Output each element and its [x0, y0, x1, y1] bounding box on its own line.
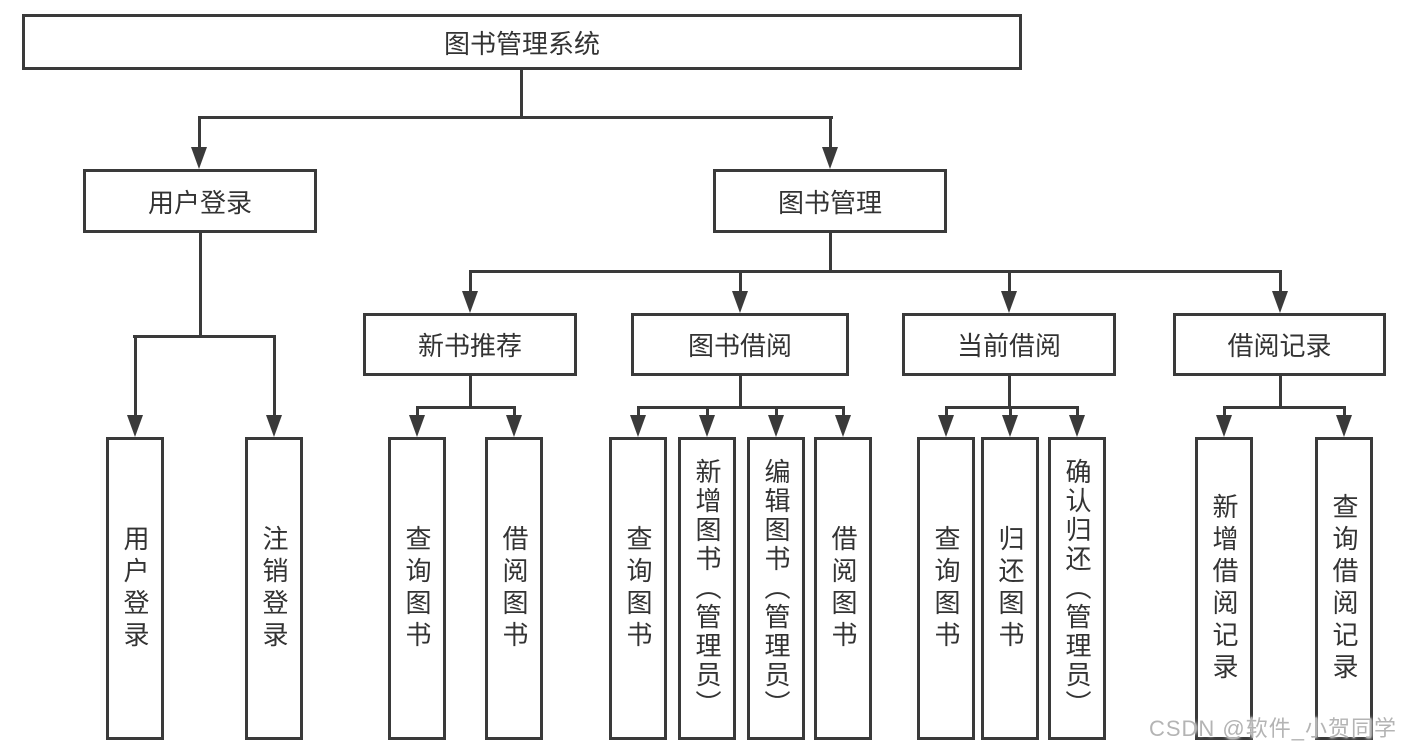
- connector-line: [1279, 376, 1282, 409]
- node-label-leaf-return-book: 归还图书: [995, 524, 1025, 653]
- connector-line: [706, 407, 709, 419]
- arrowhead-down-icon: [1336, 415, 1352, 437]
- node-label-book-mgmt: 图书管理: [777, 187, 882, 218]
- arrowhead-down-icon: [127, 415, 143, 437]
- connector-line: [637, 406, 845, 409]
- connector-line: [1008, 376, 1011, 409]
- diagram-node-leaf-query-book-3: 查询图书: [917, 437, 975, 740]
- arrowhead-down-icon: [1002, 415, 1018, 437]
- diagram-node-leaf-edit-book: 编辑图书（管理员）: [747, 437, 805, 740]
- diagram-node-new-book-rec: 新书推荐: [363, 313, 577, 376]
- arrowhead-down-icon: [191, 147, 207, 169]
- arrowhead-down-icon: [630, 415, 646, 437]
- connector-line: [469, 271, 472, 293]
- connector-line: [416, 406, 516, 409]
- connector-line: [739, 376, 742, 409]
- connector-line: [273, 336, 276, 417]
- diagram-node-root: 图书管理系统: [22, 14, 1022, 70]
- connector-line: [945, 407, 948, 419]
- arrowhead-down-icon: [266, 415, 282, 437]
- connector-line: [842, 407, 845, 419]
- diagram-node-leaf-user-login: 用户登录: [106, 437, 164, 740]
- node-label-leaf-add-borrow-record: 新增借阅记录: [1209, 492, 1239, 685]
- diagram-node-book-mgmt: 图书管理: [713, 169, 947, 233]
- diagram-node-leaf-return-book: 归还图书: [981, 437, 1039, 740]
- connector-line: [945, 406, 1079, 409]
- node-label-leaf-user-login: 用户登录: [120, 524, 150, 653]
- diagram-node-leaf-add-borrow-record: 新增借阅记录: [1195, 437, 1253, 740]
- diagram-node-user-login: 用户登录: [83, 169, 317, 233]
- node-label-leaf-confirm-return: 确认归还（管理员）: [1062, 458, 1092, 719]
- arrowhead-down-icon: [409, 415, 425, 437]
- arrowhead-down-icon: [699, 415, 715, 437]
- node-label-book-borrow: 图书借阅: [687, 331, 792, 361]
- connector-line: [416, 407, 419, 419]
- diagram-node-borrow-records: 借阅记录: [1173, 313, 1386, 376]
- node-label-new-book-rec: 新书推荐: [417, 331, 522, 361]
- node-label-borrow-records: 借阅记录: [1227, 331, 1332, 361]
- watermark-text: CSDN @软件_小贺同学: [1148, 716, 1397, 741]
- connector-line: [1076, 407, 1079, 419]
- connector-line: [133, 335, 276, 338]
- connector-line: [1008, 271, 1011, 293]
- connector-line: [775, 407, 778, 419]
- node-label-leaf-logout: 注销登录: [259, 524, 289, 653]
- diagram-node-leaf-borrow-book-2: 借阅图书: [814, 437, 872, 740]
- node-label-leaf-query-book-3: 查询图书: [931, 524, 961, 653]
- connector-line: [134, 336, 137, 417]
- connector-line: [1223, 406, 1346, 409]
- connector-line: [1343, 407, 1346, 419]
- diagram-node-leaf-add-book: 新增图书（管理员）: [678, 437, 736, 740]
- arrowhead-down-icon: [1001, 291, 1017, 313]
- diagram-node-leaf-confirm-return: 确认归还（管理员）: [1048, 437, 1106, 740]
- diagram-node-leaf-query-book-1: 查询图书: [388, 437, 446, 740]
- node-label-leaf-borrow-book-1: 借阅图书: [499, 524, 529, 653]
- node-label-leaf-add-book: 新增图书（管理员）: [692, 458, 722, 719]
- diagram-node-leaf-query-borrow-record: 查询借阅记录: [1315, 437, 1373, 740]
- arrowhead-down-icon: [732, 291, 748, 313]
- node-label-current-borrow: 当前借阅: [956, 331, 1061, 361]
- node-label-user-login: 用户登录: [147, 187, 252, 218]
- arrowhead-down-icon: [1069, 415, 1085, 437]
- arrowhead-down-icon: [1216, 415, 1232, 437]
- node-label-leaf-edit-book: 编辑图书（管理员）: [761, 458, 791, 719]
- connector-line: [829, 117, 832, 148]
- connector-line: [829, 233, 832, 273]
- node-label-leaf-borrow-book-2: 借阅图书: [828, 524, 858, 653]
- node-label-leaf-query-borrow-record: 查询借阅记录: [1329, 492, 1359, 685]
- node-label-leaf-query-book-2: 查询图书: [623, 524, 653, 653]
- arrowhead-down-icon: [1272, 291, 1288, 313]
- arrowhead-down-icon: [822, 147, 838, 169]
- connector-line: [1223, 407, 1226, 419]
- connector-line: [469, 376, 472, 409]
- diagram-node-book-borrow: 图书借阅: [631, 313, 849, 376]
- arrowhead-down-icon: [938, 415, 954, 437]
- connector-line: [513, 407, 516, 419]
- node-label-root: 图书管理系统: [443, 28, 600, 59]
- diagram-node-leaf-borrow-book-1: 借阅图书: [485, 437, 543, 740]
- connector-line: [198, 116, 833, 119]
- arrowhead-down-icon: [835, 415, 851, 437]
- connector-line: [469, 270, 1282, 273]
- connector-line: [1009, 407, 1012, 419]
- connector-line: [637, 407, 640, 419]
- diagram-node-leaf-logout: 注销登录: [245, 437, 303, 740]
- connector-line: [199, 233, 202, 338]
- diagram-node-leaf-query-book-2: 查询图书: [609, 437, 667, 740]
- node-label-leaf-query-book-1: 查询图书: [402, 524, 432, 653]
- connector-line: [520, 70, 523, 118]
- connector-line: [739, 271, 742, 293]
- connector-line: [198, 117, 201, 148]
- arrowhead-down-icon: [462, 291, 478, 313]
- connector-line: [1279, 271, 1282, 293]
- arrowhead-down-icon: [768, 415, 784, 437]
- diagram-node-current-borrow: 当前借阅: [902, 313, 1116, 376]
- arrowhead-down-icon: [506, 415, 522, 437]
